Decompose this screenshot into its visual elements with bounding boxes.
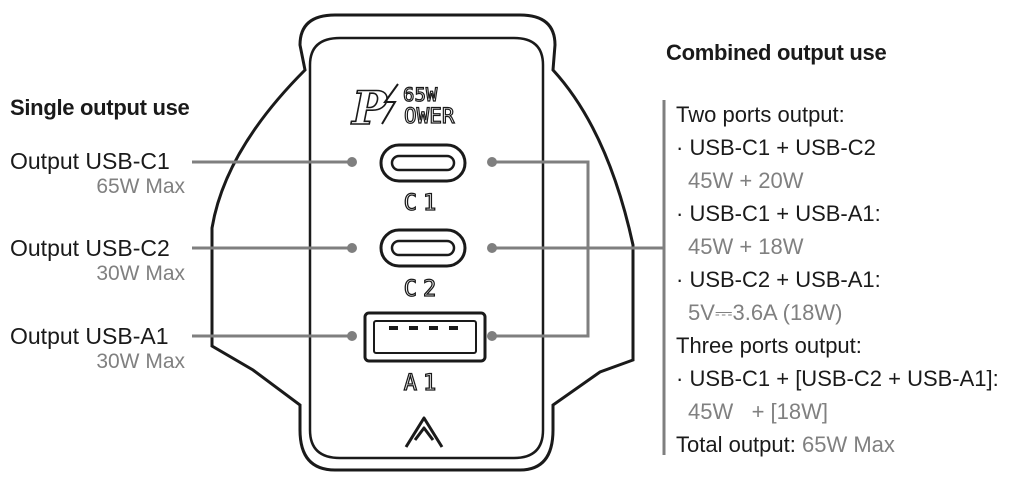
three-ports-combo-1: · USB-C1 + [USB-C2 + USB-A1]: bbox=[676, 366, 999, 391]
three-ports-power-1: 45W + [18W] bbox=[688, 399, 828, 424]
two-ports-combo-3: · USB-C2 + USB-A1: bbox=[676, 267, 881, 292]
dot-c1-left bbox=[347, 157, 357, 167]
usb-a1-port-outer bbox=[363, 311, 487, 363]
port-label-c1: C1 bbox=[404, 191, 443, 216]
total-output-value: 65W Max bbox=[802, 432, 895, 457]
usb-a1-contacts bbox=[389, 326, 458, 330]
port-c2-max: 30W Max bbox=[96, 262, 185, 285]
logo-ower: OWER bbox=[404, 104, 455, 128]
two-ports-title: Two ports output: bbox=[676, 102, 845, 127]
port-c1-max: 65W Max bbox=[96, 175, 185, 198]
usb-c1-port-inner bbox=[390, 154, 456, 172]
two-ports-power-1: 45W + 20W bbox=[688, 168, 804, 193]
brand-arrow-icon bbox=[404, 416, 444, 448]
dot-a1-left bbox=[347, 331, 357, 341]
two-ports-combo-1: · USB-C1 + USB-C2 bbox=[676, 135, 876, 160]
combined-list: Two ports output: · USB-C1 + USB-C2 45W … bbox=[676, 98, 999, 461]
logo-p: P bbox=[350, 81, 388, 135]
combined-output-heading: Combined output use bbox=[666, 40, 887, 65]
port-a1-name: Output USB-A1 bbox=[10, 323, 169, 349]
port-a1-max: 30W Max bbox=[96, 350, 185, 373]
logo-bolt-icon bbox=[381, 83, 399, 125]
two-ports-power-2: 45W + 18W bbox=[688, 234, 804, 259]
logo-watt: 65W bbox=[403, 84, 438, 106]
usb-c2-port-inner bbox=[390, 239, 456, 257]
two-ports-power-3: 5V⎓3.6A (18W) bbox=[688, 300, 843, 325]
port-label-c2: C2 bbox=[404, 277, 443, 302]
port-c2-name: Output USB-C2 bbox=[10, 235, 170, 261]
charger-front-face bbox=[308, 36, 545, 460]
usb-a1-port-inner bbox=[373, 320, 477, 354]
total-output-label: Total output: bbox=[676, 432, 796, 457]
dot-c2-left bbox=[347, 243, 357, 253]
usb-c2-port-outer bbox=[379, 228, 467, 268]
total-output-row: Total output: 65W Max bbox=[676, 428, 999, 461]
charger-outer-outline bbox=[210, 13, 635, 472]
three-ports-title: Three ports output: bbox=[676, 333, 862, 358]
two-ports-combo-2: · USB-C1 + USB-A1: bbox=[676, 201, 881, 226]
power-logo: P 65W OWER bbox=[349, 80, 455, 136]
port-label-a1: A1 bbox=[404, 371, 443, 396]
usb-c1-port-outer bbox=[379, 143, 467, 183]
single-output-heading: Single output use bbox=[10, 95, 190, 120]
port-c1-name: Output USB-C1 bbox=[10, 148, 170, 174]
